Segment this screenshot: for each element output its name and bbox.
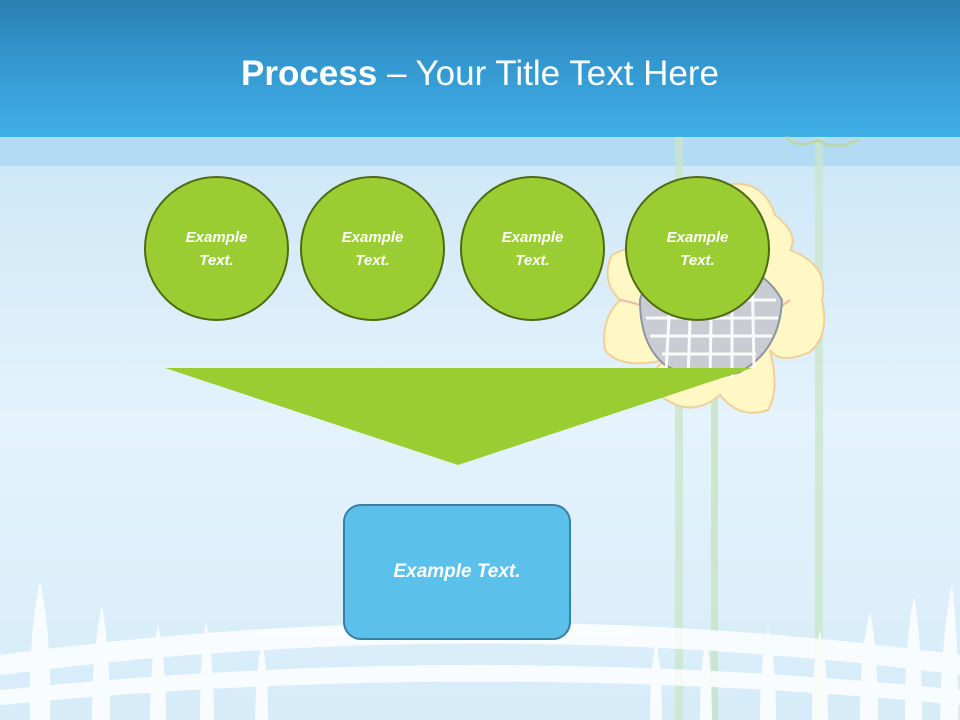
stem [675,137,683,720]
circle-label-line2: Text. [680,251,715,269]
fence-decoration [0,580,960,720]
circle-label-line1: Example [666,228,729,246]
circle-label-line2: Text. [199,251,234,269]
circle-label-line2: Text. [515,251,550,269]
circle-label-line1: Example [341,228,404,246]
result-box: Example Text. [343,504,571,640]
circle-label-line2: Text. [355,251,390,269]
stem [711,330,718,720]
result-box-label: Example Text. [393,561,521,582]
header-subband [0,137,960,166]
circle-label-line1: Example [185,228,248,246]
title-bold: Process [241,54,378,93]
stem [815,137,823,720]
title-rest: – Your Title Text Here [377,54,719,93]
leaf [784,135,859,148]
funnel-triangle [165,368,752,465]
slide-title: Process – Your Title Text Here [0,52,960,96]
header-band [0,0,960,137]
circle-label-line1: Example [501,228,564,246]
